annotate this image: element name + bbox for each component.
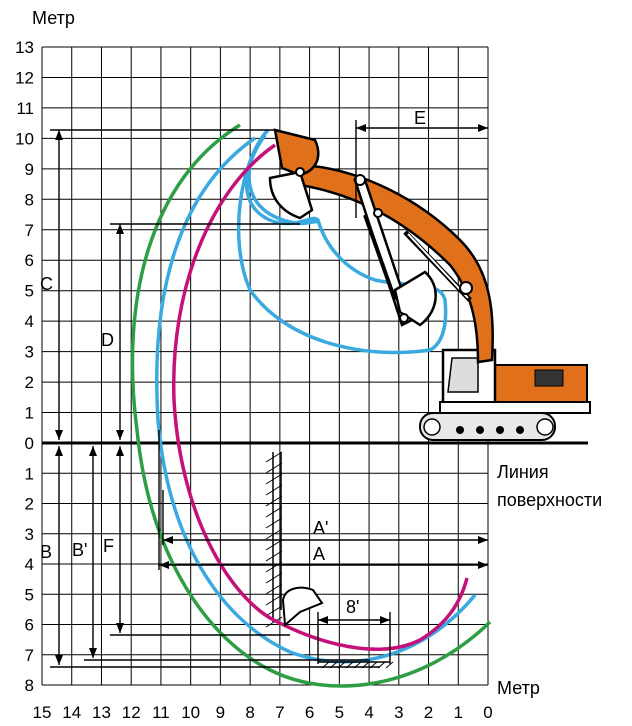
x-tick-label: 8 — [245, 703, 254, 722]
track-assembly — [419, 412, 556, 441]
dim-label-F: F — [103, 536, 114, 556]
y-tick-label: 6 — [25, 616, 34, 635]
unit-label-top: Метр — [32, 8, 75, 28]
y-tick-label: 12 — [15, 68, 34, 87]
dimension-lines — [50, 120, 488, 668]
y-tick-label: 13 — [15, 38, 34, 57]
x-tick-label: 11 — [152, 703, 170, 722]
x-tick-label: 12 — [122, 703, 141, 722]
y-tick-label: 2 — [25, 495, 34, 514]
x-tick-label: 0 — [483, 703, 492, 722]
x-tick-label: 1 — [454, 703, 463, 722]
cab-window — [447, 357, 479, 393]
outer-envelope-curve — [130, 123, 492, 688]
boom — [298, 163, 495, 364]
dim-label-8-prime: 8' — [346, 597, 359, 617]
x-tick-label: 2 — [424, 703, 433, 722]
dim-label-C: C — [40, 274, 53, 294]
middle-envelope-curve-small — [247, 164, 319, 226]
arrowheads — [55, 124, 488, 665]
y-tick-label: 10 — [15, 129, 34, 148]
y-tick-label: 6 — [25, 251, 34, 270]
x-tick-label: 15 — [33, 703, 52, 722]
hatch-line — [265, 550, 283, 562]
x-tick-label: 3 — [394, 703, 403, 722]
middle-envelope-curve-outer — [154, 136, 477, 664]
hatch-line — [265, 528, 283, 540]
x-tick-label: 7 — [275, 703, 284, 722]
y-axis-ticks-below-ground: 1 2 3 4 5 6 7 8 — [25, 464, 34, 695]
y-tick-label: 3 — [25, 525, 34, 544]
engine-cover-vent — [534, 369, 564, 387]
x-tick-label: 13 — [92, 703, 111, 722]
y-tick-label: 7 — [25, 221, 34, 240]
y-tick-label: 4 — [25, 555, 34, 574]
middle-envelope-curve-reach — [245, 133, 448, 352]
x-tick-label: 4 — [364, 703, 373, 722]
excavator-machine — [268, 128, 591, 628]
y-tick-label: 4 — [25, 312, 34, 331]
wall-hatch — [265, 451, 283, 628]
hatch-line — [265, 539, 283, 551]
dim-label-B: B — [40, 542, 52, 562]
hatch-line — [265, 594, 283, 606]
hatch-line — [265, 572, 283, 584]
x-tick-label: 6 — [305, 703, 314, 722]
y-tick-label: 8 — [25, 190, 34, 209]
cab-frame — [439, 401, 591, 414]
unit-label-bottom: Метр — [497, 678, 540, 698]
dim-label-A-prime: A' — [313, 518, 328, 538]
hatch-line — [265, 484, 283, 496]
y-tick-label: 3 — [25, 343, 34, 362]
y-tick-label: 11 — [16, 99, 34, 118]
hatch-line — [265, 473, 283, 485]
grid — [41, 46, 489, 686]
hatch-line — [265, 506, 283, 518]
hatch-line — [265, 605, 283, 617]
x-tick-label: 14 — [62, 703, 81, 722]
hatch-line — [265, 462, 283, 474]
x-tick-label: 5 — [335, 703, 344, 722]
y-tick-label: 0 — [25, 434, 34, 453]
bucket-lower — [393, 270, 437, 327]
y-tick-label: 1 — [25, 464, 34, 483]
dim-label-B-prime: B' — [72, 540, 87, 560]
arm-cylinder — [363, 214, 397, 301]
hatch-line — [265, 451, 283, 463]
y-tick-label: 1 — [25, 404, 34, 423]
dim-label-D: D — [101, 330, 114, 350]
x-tick-label: 10 — [181, 703, 200, 722]
surface-label-line2: поверхности — [497, 490, 602, 510]
hatch-line — [265, 561, 283, 573]
bucket-upper — [273, 128, 320, 177]
hatch-line — [265, 583, 283, 595]
inner-envelope-curve — [171, 143, 469, 651]
y-tick-label: 8 — [25, 676, 34, 695]
dim-label-E: E — [414, 108, 426, 128]
hatch-line — [385, 661, 394, 669]
y-tick-label: 5 — [25, 585, 34, 604]
surface-label-line1: Линия — [497, 462, 549, 482]
bucket-depth — [281, 586, 324, 628]
x-tick-label: 9 — [216, 703, 225, 722]
hatch-line — [265, 517, 283, 529]
hatch-line — [265, 495, 283, 507]
bucket-reach — [268, 170, 314, 220]
y-tick-label: 7 — [25, 646, 34, 665]
y-tick-label: 2 — [25, 373, 34, 392]
dim-label-A: A — [313, 544, 325, 564]
y-tick-label: 5 — [25, 282, 34, 301]
y-tick-label: 9 — [25, 160, 34, 179]
